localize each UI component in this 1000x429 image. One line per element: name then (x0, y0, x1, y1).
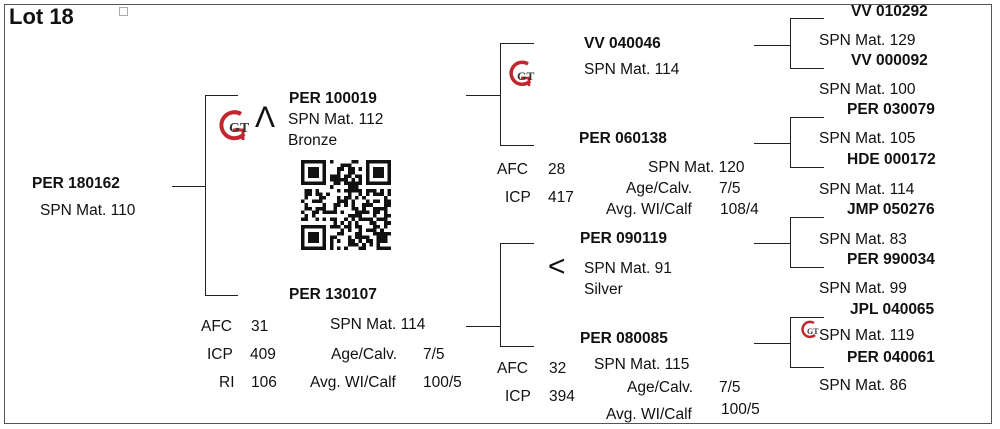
connector (466, 326, 500, 327)
gt-logo-text: GT (517, 69, 534, 83)
pedigree-frame (4, 4, 992, 424)
ggen-2-spn: SPN Mat. 100 (819, 81, 916, 98)
sire-id: PER 100019 (289, 90, 377, 107)
ggen-1-id: VV 010292 (851, 3, 928, 20)
dd-icp-label: ICP (505, 388, 531, 405)
connector (790, 217, 824, 218)
connector (205, 95, 206, 295)
dd-avgwi-value: 100/5 (721, 401, 760, 418)
sd-agecalv-value: 7/5 (719, 180, 741, 197)
dam-spn: SPN Mat. 114 (330, 316, 426, 333)
connector (754, 243, 790, 244)
subject-id: PER 180162 (32, 175, 120, 192)
connector (754, 45, 790, 46)
connector (790, 117, 791, 167)
connector (500, 43, 534, 44)
ggen-6-id: PER 990034 (847, 251, 935, 268)
ggen-3-spn: SPN Mat. 105 (819, 130, 916, 147)
dam-icp-value: 409 (250, 346, 276, 363)
checkbox-marker (119, 7, 128, 16)
dd-agecalv-label: Age/Calv. (627, 379, 694, 396)
connector (790, 317, 824, 318)
sire-symbol: Λ (255, 101, 276, 134)
gt-logo-icon: GT (509, 60, 534, 87)
ggen-8-spn: SPN Mat. 86 (819, 377, 907, 394)
dam-id: PER 130107 (289, 286, 377, 303)
connector (500, 243, 501, 346)
connector (790, 18, 791, 68)
dd-spn: SPN Mat. 115 (594, 356, 690, 373)
sd-avgwi-label: Avg. WI/Calf (606, 201, 692, 218)
ggen-5-id: JMP 050276 (847, 201, 935, 218)
connector (205, 295, 238, 296)
connector (500, 243, 534, 244)
sd-icp-label: ICP (505, 189, 531, 206)
connector (790, 267, 824, 268)
dd-avgwi-label: Avg. WI/Calf (606, 406, 692, 423)
lot-title: Lot 18 (9, 4, 74, 29)
ds-id: PER 090119 (580, 230, 668, 247)
connector (754, 143, 790, 144)
ds-spn: SPN Mat. 91 (584, 260, 672, 277)
subject-spn: SPN Mat. 110 (40, 202, 136, 219)
ss-id: VV 040046 (584, 35, 661, 52)
sire-medal: Bronze (288, 132, 338, 149)
sd-afc-label: AFC (497, 161, 528, 178)
gt-logo-icon: GT (219, 110, 250, 141)
dam-agecalv-value: 7/5 (423, 346, 445, 363)
gt-logo-text: GT (807, 327, 819, 336)
sd-agecalv-label: Age/Calv. (626, 180, 693, 197)
ss-spn: SPN Mat. 114 (584, 61, 680, 78)
gt-logo-icon: GT (801, 320, 819, 339)
sd-afc-value: 28 (548, 161, 566, 178)
connector (790, 167, 824, 168)
connector (790, 68, 824, 69)
connector (205, 95, 238, 96)
connector (500, 145, 534, 146)
dd-agecalv-value: 7/5 (719, 379, 741, 396)
connector (790, 117, 824, 118)
sd-icp-value: 417 (548, 189, 574, 206)
sd-spn: SPN Mat. 120 (648, 159, 745, 176)
dd-afc-value: 32 (549, 360, 567, 377)
dam-afc-label: AFC (201, 318, 232, 335)
dam-ri-label: RI (219, 374, 235, 391)
connector (790, 18, 824, 19)
qr-code (301, 160, 391, 250)
connector (172, 186, 205, 187)
ggen-7-spn: SPN Mat. 119 (819, 327, 915, 344)
dam-ri-value: 106 (251, 374, 277, 391)
ggen-2-id: VV 000092 (851, 52, 928, 69)
dd-id: PER 080085 (580, 330, 668, 347)
dam-icp-label: ICP (207, 346, 233, 363)
connector (500, 346, 534, 347)
connector (500, 43, 501, 145)
ggen-4-id: HDE 000172 (847, 151, 936, 168)
ggen-4-spn: SPN Mat. 114 (819, 181, 915, 198)
sd-id: PER 060138 (579, 130, 667, 147)
sd-avgwi-value: 108/4 (720, 201, 759, 218)
ggen-8-id: PER 040061 (847, 349, 935, 366)
connector (466, 95, 500, 96)
sire-spn: SPN Mat. 112 (288, 111, 384, 128)
connector (790, 217, 791, 267)
dd-icp-value: 394 (549, 388, 575, 405)
dam-avgwi-label: Avg. WI/Calf (310, 374, 396, 391)
ggen-1-spn: SPN Mat. 129 (819, 32, 916, 49)
ggen-6-spn: SPN Mat. 99 (819, 280, 907, 297)
dam-afc-value: 31 (251, 318, 269, 335)
ggen-5-spn: SPN Mat. 83 (819, 231, 907, 248)
connector (754, 343, 790, 344)
dd-afc-label: AFC (497, 360, 528, 377)
connector (790, 317, 791, 367)
ggen-3-id: PER 030079 (847, 101, 935, 118)
gt-logo-text: GT (229, 121, 250, 136)
ds-symbol: < (548, 250, 566, 283)
dam-agecalv-label: Age/Calv. (331, 346, 398, 363)
ds-medal: Silver (584, 281, 623, 298)
ggen-7-id: JPL 040065 (850, 301, 935, 318)
dam-avgwi-value: 100/5 (423, 374, 462, 391)
connector (790, 367, 824, 368)
